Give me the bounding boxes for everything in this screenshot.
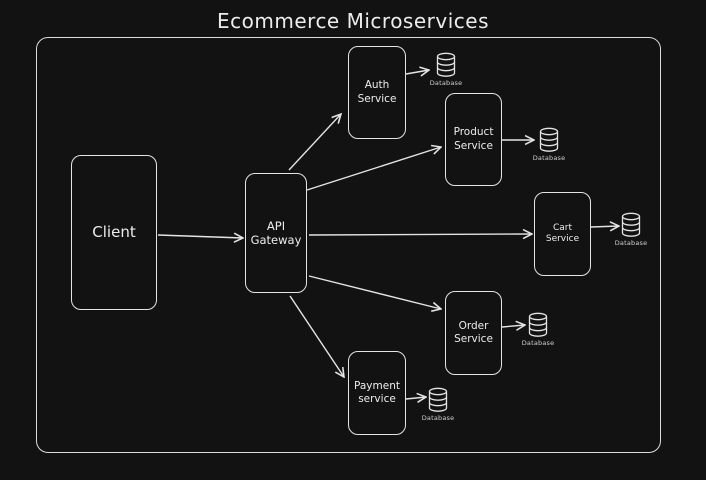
api-gateway-label: API Gateway — [250, 218, 302, 247]
cart-database: Database — [611, 212, 651, 247]
database-label: Database — [532, 154, 566, 162]
arrow-client-to-gateway — [157, 235, 243, 238]
database-icon — [528, 312, 548, 337]
payment-database: Database — [418, 387, 458, 422]
arrow-cart-to-db — [590, 226, 619, 227]
payment-service-label: Payment service — [354, 379, 400, 405]
cart-service-label: Cart Service — [545, 222, 580, 244]
database-icon — [621, 212, 641, 237]
api-gateway-node[interactable]: API Gateway — [245, 173, 307, 293]
diagram-title: Ecommerce Microservices — [217, 9, 489, 33]
product-database: Database — [529, 127, 569, 162]
database-icon — [539, 127, 559, 152]
order-database: Database — [518, 312, 558, 347]
arrow-payment-to-db — [405, 397, 426, 399]
client-label: Client — [92, 223, 136, 242]
database-label: Database — [614, 239, 648, 247]
database-icon — [436, 52, 456, 77]
product-service-node[interactable]: Product Service — [445, 93, 502, 186]
order-service-label: Order Service — [454, 319, 493, 345]
arrow-gateway-to-order — [308, 275, 441, 309]
product-service-label: Product Service — [453, 126, 494, 152]
payment-service-node[interactable]: Payment service — [348, 351, 406, 435]
database-label: Database — [521, 339, 555, 347]
database-label: Database — [421, 414, 455, 422]
arrow-auth-to-db — [405, 70, 429, 74]
arrow-gateway-to-cart — [308, 234, 532, 235]
database-label: Database — [429, 79, 463, 87]
arrow-gateway-to-product — [306, 147, 441, 191]
system-boundary — [36, 37, 661, 453]
arrow-gateway-to-payment — [289, 295, 344, 377]
arrow-order-to-db — [501, 325, 525, 327]
client-node[interactable]: Client — [71, 155, 157, 310]
order-service-node[interactable]: Order Service — [445, 291, 502, 375]
arrow-gateway-to-auth — [288, 114, 341, 171]
auth-service-node[interactable]: Auth Service — [348, 46, 406, 139]
auth-database: Database — [426, 52, 466, 87]
database-icon — [428, 387, 448, 412]
auth-service-label: Auth Service — [357, 79, 397, 105]
cart-service-node[interactable]: Cart Service — [534, 192, 591, 276]
